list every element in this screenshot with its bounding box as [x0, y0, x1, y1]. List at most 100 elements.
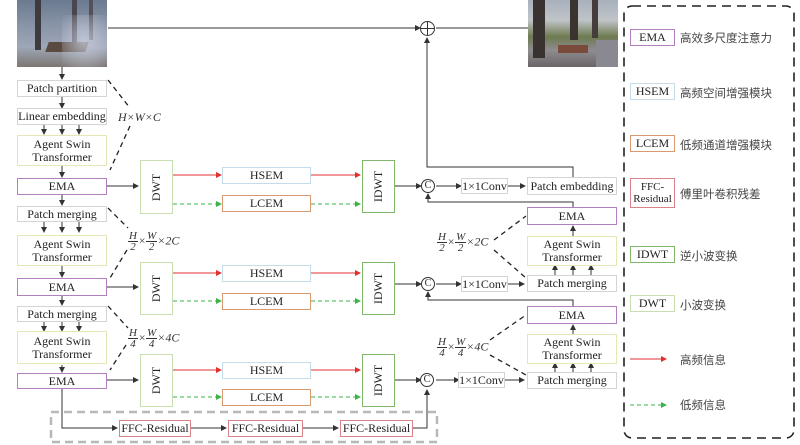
ffc-residual-block-3: FFC-Residual: [340, 420, 413, 437]
linear-embedding-block: Linear embedding: [17, 108, 107, 125]
hsem-label: HSEM: [249, 363, 284, 377]
numerator: W: [146, 230, 158, 242]
legend-ffc-text: 傅里叶卷积残差: [680, 187, 761, 201]
denominator: 2: [439, 242, 445, 254]
decoder-ema-block-1: EMA: [527, 207, 617, 225]
idwt-block-3: IDWT: [362, 354, 395, 407]
ffc-residual-block-1: FFC-Residual: [119, 420, 191, 437]
agent-swin-label: Agent Swin Transformer: [542, 237, 602, 264]
channel-text: ×4C: [157, 330, 180, 345]
denominator: 2: [457, 242, 464, 254]
ema-label: EMA: [558, 208, 586, 223]
patch-partition-block: Patch partition: [17, 80, 107, 97]
dwt-block-3: DWT: [140, 354, 173, 407]
idwt-label: IDWT: [371, 170, 386, 203]
linear-embedding-label: Linear embedding: [18, 109, 106, 123]
concat-icon-1: C: [421, 179, 435, 193]
decoder-patch-merging-block-1: Patch merging: [527, 275, 617, 292]
agent-swin-label: Agent Swin Transformer: [32, 333, 92, 361]
decoder-patch-merging-block-2: Patch merging: [527, 372, 617, 389]
dwt-block-2: DWT: [140, 262, 173, 315]
legend-ema-text: 高效多尺度注意力: [680, 31, 772, 45]
numerator: W: [146, 327, 158, 339]
decoder-agent-swin-block-2: Agent Swin Transformer: [527, 334, 617, 364]
numerator: W: [455, 231, 467, 243]
dim-text: H×W×C: [118, 110, 161, 124]
dwt-label: DWT: [148, 274, 163, 303]
agent-swin-label: Agent Swin Transformer: [32, 136, 92, 164]
ema-label: EMA: [48, 279, 76, 294]
idwt-block-2: IDWT: [362, 262, 395, 315]
agent-swin-label: Agent Swin Transformer: [32, 236, 92, 264]
ema-label: EMA: [48, 373, 76, 388]
idwt-label: IDWT: [371, 364, 386, 397]
channel-text: ×4C: [466, 339, 489, 354]
patch-merging-label: Patch merging: [27, 206, 97, 221]
dwt-label: DWT: [148, 366, 163, 395]
patch-embedding-block: Patch embedding: [527, 177, 617, 195]
denominator: 2: [148, 241, 155, 253]
legend-idwt-text: 逆小波变换: [680, 249, 738, 263]
dwt-label: DWT: [148, 173, 163, 201]
hsem-block-3: HSEM: [222, 362, 311, 379]
ffc-label: FFC-Residual: [231, 421, 300, 435]
legend-low-freq-text: 低频信息: [680, 398, 726, 412]
patch-merging-label: Patch merging: [27, 306, 97, 321]
concat-label: C: [424, 278, 432, 289]
output-image: [528, 0, 618, 67]
idwt-block-1: IDWT: [362, 160, 395, 213]
lcem-block-3: LCEM: [222, 389, 311, 406]
conv-block-3: 1×1Conv: [458, 372, 505, 388]
legend-high-freq-text: 高频信息: [680, 353, 726, 367]
channel-text: ×2C: [157, 233, 180, 248]
numerator: H: [128, 327, 138, 339]
agent-swin-block-3: Agent Swin Transformer: [17, 331, 107, 364]
concat-icon-2: C: [421, 277, 435, 291]
denominator: 4: [148, 338, 155, 350]
input-image: [17, 0, 107, 67]
channel-text: ×2C: [466, 234, 489, 249]
denominator: 4: [457, 347, 464, 359]
denominator: 4: [439, 347, 445, 359]
conv-label: 1×1Conv: [462, 276, 507, 291]
ema-label: EMA: [558, 307, 586, 322]
ema-block-2: EMA: [17, 278, 107, 296]
legend-dwt-text: 小波变换: [680, 298, 726, 312]
hsem-label: HSEM: [249, 266, 284, 280]
hsem-label: HSEM: [249, 168, 284, 182]
concat-label: C: [423, 374, 431, 385]
patch-partition-label: Patch partition: [26, 81, 98, 95]
legend-lcem-text: 低频通道增强模块: [680, 138, 772, 152]
legend-ema-swatch: EMA: [630, 29, 675, 46]
legend-box-label: LCEM: [635, 136, 670, 150]
conv-label: 1×1Conv: [459, 372, 504, 387]
patch-embedding-label: Patch embedding: [530, 178, 614, 193]
numerator: H: [437, 336, 447, 348]
dwt-block-1: DWT: [140, 160, 173, 214]
patch-merging-block-2: Patch merging: [17, 306, 107, 322]
legend-idwt-swatch: IDWT: [630, 246, 675, 263]
ema-block-1: EMA: [17, 178, 107, 195]
numerator: W: [455, 336, 467, 348]
embedding-to-plus: [424, 37, 574, 177]
ema-block-3: EMA: [17, 373, 107, 389]
decoder-agent-swin-block-1: Agent Swin Transformer: [527, 236, 617, 266]
decoder-ema-block-2: EMA: [527, 306, 617, 324]
legend-box-label: IDWT: [636, 247, 669, 261]
legend-frame: [623, 5, 795, 439]
legend-box-label: EMA: [639, 30, 666, 44]
legend-ffc-swatch: FFC-Residual: [630, 178, 675, 208]
hsem-block-1: HSEM: [222, 167, 311, 184]
lcem-block-2: LCEM: [222, 293, 311, 310]
patch-merging-label: Patch merging: [537, 276, 607, 290]
conv-block-1: 1×1Conv: [461, 178, 508, 194]
